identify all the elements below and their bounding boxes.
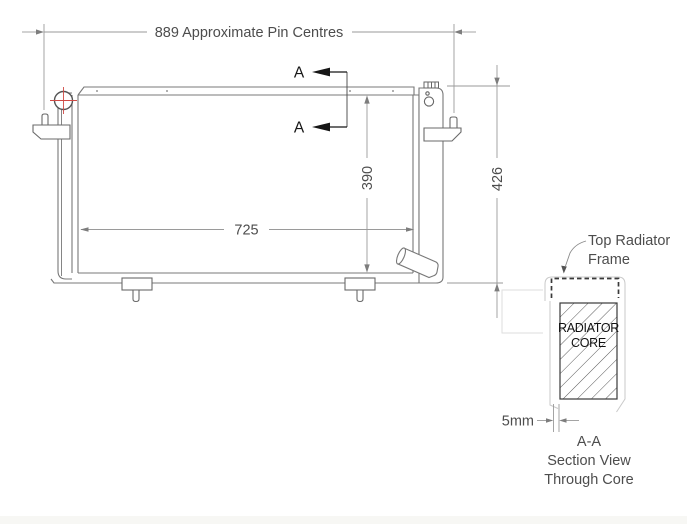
dimension-390 bbox=[364, 95, 370, 273]
radiator-core-label-line1: RADIATOR bbox=[558, 321, 619, 335]
section-view-aa: RADIATOR CORE bbox=[544, 276, 626, 413]
radiator-core-label-line2: CORE bbox=[571, 336, 606, 350]
foot-body bbox=[121, 277, 153, 291]
bracket-pin bbox=[41, 113, 49, 126]
right-side-plate bbox=[418, 87, 444, 284]
mounting-foot-right bbox=[344, 277, 376, 303]
dimension-725 bbox=[80, 227, 415, 232]
bottom-frame-outer-line bbox=[50, 278, 437, 284]
dim-arrow-icon bbox=[406, 227, 415, 232]
top-frame-dashed-channel bbox=[550, 277, 620, 298]
section-arrow-icon bbox=[312, 67, 330, 77]
mounting-bracket-right bbox=[423, 116, 462, 142]
dimension-889 bbox=[22, 24, 476, 113]
bracket-pin bbox=[449, 116, 458, 129]
rivet-dot bbox=[96, 90, 98, 92]
dimension-889-label: 889 Approximate Pin Centres bbox=[155, 25, 344, 41]
dimension-426-label: 426 bbox=[490, 167, 506, 191]
dimension-5mm bbox=[537, 404, 579, 432]
callout-label-line1: Top Radiator bbox=[588, 233, 670, 249]
callout-label-line2: Frame bbox=[588, 252, 630, 268]
callout-leader-line bbox=[565, 240, 587, 267]
dim-arrow-icon bbox=[559, 418, 567, 423]
dimension-725-label: 725 bbox=[234, 223, 258, 239]
pin-centre-crosshair bbox=[50, 87, 77, 114]
caption-line3: Through Core bbox=[544, 472, 633, 488]
section-marker-a-top-label: A bbox=[294, 65, 305, 82]
projection-box bbox=[501, 289, 543, 334]
left-side-plate bbox=[57, 92, 72, 280]
dim-arrow-icon bbox=[80, 227, 89, 232]
mounting-foot-left bbox=[121, 277, 153, 303]
foot-pin bbox=[356, 289, 364, 303]
rivet-dot bbox=[392, 90, 394, 92]
foot-pin bbox=[132, 289, 140, 303]
section-frame-outline bbox=[544, 276, 626, 413]
rivet-dot bbox=[349, 90, 351, 92]
dim-arrow-icon bbox=[494, 77, 500, 86]
section-frame-outline-inner bbox=[549, 301, 559, 409]
filler-cap bbox=[423, 81, 439, 89]
pipe-opening bbox=[395, 247, 407, 265]
overflow-hole bbox=[423, 96, 435, 107]
foot-body bbox=[344, 277, 376, 291]
bracket-foot bbox=[32, 124, 71, 140]
callout-top-radiator-frame: Top Radiator Frame bbox=[561, 233, 670, 274]
top-frame bbox=[77, 86, 415, 96]
dimension-5mm-label: 5mm bbox=[502, 414, 534, 430]
mounting-bracket-left bbox=[32, 113, 71, 140]
drain-outlet-pipe bbox=[395, 247, 439, 279]
rivet-dot bbox=[166, 90, 168, 92]
dimension-390-label: 390 bbox=[360, 166, 376, 190]
dim-arrow-icon bbox=[546, 418, 554, 423]
dim-arrow-icon bbox=[36, 29, 44, 35]
section-view-caption: A-A Section View Through Core bbox=[544, 434, 633, 488]
footer-strip bbox=[0, 516, 687, 524]
radiator-core-hatched bbox=[559, 302, 618, 400]
dim-arrow-icon bbox=[454, 29, 462, 35]
dim-arrow-icon bbox=[494, 283, 500, 292]
section-marker-a-bottom-label: A bbox=[294, 120, 305, 137]
pipe-body bbox=[396, 247, 439, 279]
radiator-front-view bbox=[32, 81, 462, 303]
dim-arrow-icon bbox=[364, 264, 370, 273]
section-cut-marker: A A bbox=[294, 65, 348, 137]
callout-arrow-icon bbox=[561, 265, 567, 274]
dimension-426 bbox=[447, 65, 510, 318]
caption-line1: A-A bbox=[577, 434, 602, 450]
small-hole bbox=[425, 91, 430, 96]
section-arrow-icon bbox=[312, 122, 330, 132]
bracket-foot bbox=[423, 127, 462, 142]
caption-line2: Section View bbox=[547, 453, 631, 469]
dim-arrow-icon bbox=[364, 95, 370, 104]
